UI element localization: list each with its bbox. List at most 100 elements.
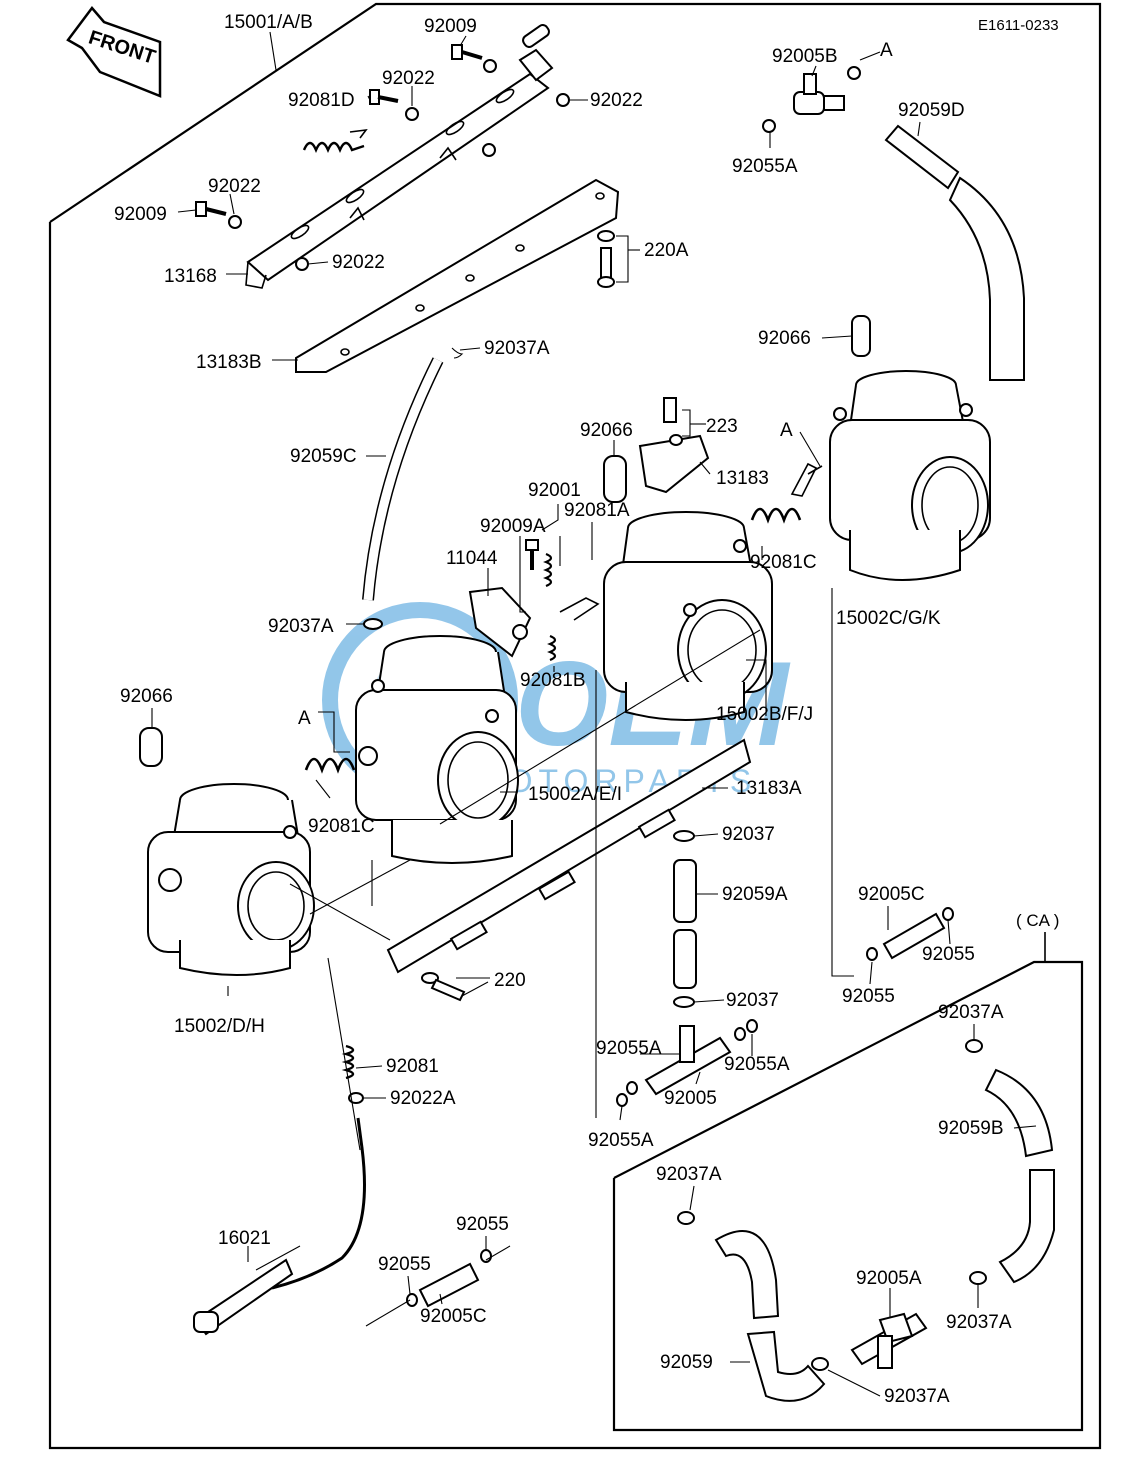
label-92081B: 92081B (520, 670, 586, 691)
label-92022: 92022 (382, 68, 435, 89)
lever-92001 (559, 597, 600, 621)
label-92037A: 92037A (484, 338, 550, 359)
label-92037A: 92037A (938, 1002, 1004, 1023)
washer-92022 (556, 93, 570, 107)
cable-16021 (193, 1117, 366, 1336)
label-92037A: 92037A (884, 1386, 950, 1407)
carburetor-15002AEI (355, 635, 519, 864)
clip-92037A (965, 1039, 983, 1053)
label-11044: 11044 (446, 548, 498, 569)
label-92009: 92009 (114, 204, 167, 225)
spring-92081C-left (304, 757, 356, 774)
label-15002BFJ: 15002B/F/J (716, 704, 813, 725)
washer-92022 (483, 59, 497, 73)
washer-92055A (626, 1081, 638, 1095)
label-92059C: 92059C (290, 446, 357, 467)
label-13183: 13183 (716, 468, 769, 489)
bracket-13183 (638, 397, 710, 494)
washer-92055A (746, 1019, 758, 1033)
cap-92066 (603, 455, 627, 503)
spring-92081A (543, 552, 553, 588)
label-92005: 92005 (664, 1088, 717, 1109)
fitting-92005B (793, 73, 845, 115)
spring-92081C-right (750, 507, 802, 524)
hose-92059B (998, 1169, 1055, 1284)
label-15001AB: 15001/A/B (224, 12, 313, 33)
label-92055A: 92055A (596, 1038, 662, 1059)
hose-92059A (673, 859, 697, 923)
label-13183A: 13183A (736, 778, 802, 799)
hose-92059A (673, 929, 697, 989)
screw-92009-top (451, 44, 483, 60)
ca-inset (612, 932, 1084, 1432)
hose-92059 (714, 1230, 780, 1320)
washer-92055A (734, 1027, 746, 1041)
label-92059D: 92059D (898, 100, 965, 121)
hose-92059B (984, 1068, 1054, 1158)
screw-92022 (369, 89, 399, 105)
label-92059: 92059 (660, 1352, 713, 1373)
part-labels: 15001/A/B 92009 92022 92022 92081D 92022… (114, 12, 1059, 1407)
label-ref-A: A (880, 40, 893, 61)
washer-92022A (348, 1092, 364, 1104)
label-92037: 92037 (722, 824, 775, 845)
outer-frame (48, 2, 1102, 1450)
label-92081D: 92081D (288, 90, 355, 111)
tee-fitting-92005A (850, 1312, 928, 1369)
label-220A: 220A (644, 240, 689, 261)
hose-92059D (884, 124, 1025, 381)
clip-92037A (969, 1271, 987, 1285)
label-92055A: 92055A (588, 1130, 654, 1151)
carburetor-15002DH (147, 783, 315, 976)
label-92005A: 92005A (856, 1268, 922, 1289)
label-92022: 92022 (590, 90, 643, 111)
screw-92009A (525, 539, 539, 570)
label-92037A: 92037A (656, 1164, 722, 1185)
diagram-code: E1611-0233 (978, 17, 1059, 34)
label-92066: 92066 (120, 686, 173, 707)
label-92005C: 92005C (420, 1306, 487, 1327)
washer-92022 (405, 107, 419, 121)
label-92081A: 92081A (564, 500, 630, 521)
linkage-bar-13168 (245, 24, 554, 289)
spring-92081 (341, 1044, 355, 1080)
hose-92059 (746, 1330, 826, 1402)
label-92009A: 92009A (480, 516, 546, 537)
washer-92055 (942, 907, 954, 921)
clip-92037A (811, 1357, 829, 1371)
label-92022A: 92022A (390, 1088, 456, 1109)
washer-A (847, 66, 861, 80)
clip-92037A (363, 618, 383, 630)
label-92005C: 92005C (858, 884, 925, 905)
bracket-13183B (295, 178, 620, 373)
label-92037A: 92037A (268, 616, 334, 637)
label-92037: 92037 (726, 990, 779, 1011)
label-92066: 92066 (580, 420, 633, 441)
screw-220 (421, 972, 466, 1002)
label-92055: 92055 (922, 944, 975, 965)
clip-92037 (673, 996, 695, 1008)
label-92055A: 92055A (732, 156, 798, 177)
label-92055: 92055 (456, 1214, 509, 1235)
label-92001: 92001 (528, 480, 581, 501)
cap-92066 (139, 727, 163, 767)
label-15002AEI: 15002A/E/I (528, 784, 622, 805)
label-15002DH: 15002/D/H (174, 1016, 265, 1037)
label-13183B: 13183B (196, 352, 262, 373)
carburetor-15002BFJ (603, 511, 773, 721)
label-15002CGK: 15002C/G/K (836, 608, 941, 629)
label-ref-A: A (780, 420, 793, 441)
label-92059A: 92059A (722, 884, 788, 905)
label-92081C: 92081C (308, 816, 375, 837)
washer-92022 (228, 215, 242, 229)
label-92055: 92055 (842, 986, 895, 1007)
choke-lever-11044 (468, 586, 532, 658)
washer-92022 (482, 143, 496, 157)
label-16021: 16021 (218, 1228, 271, 1249)
bracket-13183A (386, 738, 752, 974)
washer-92055A (616, 1093, 628, 1107)
washer-92055A (762, 119, 776, 133)
carburetor-15002CGK (829, 370, 991, 581)
label-92066: 92066 (758, 328, 811, 349)
